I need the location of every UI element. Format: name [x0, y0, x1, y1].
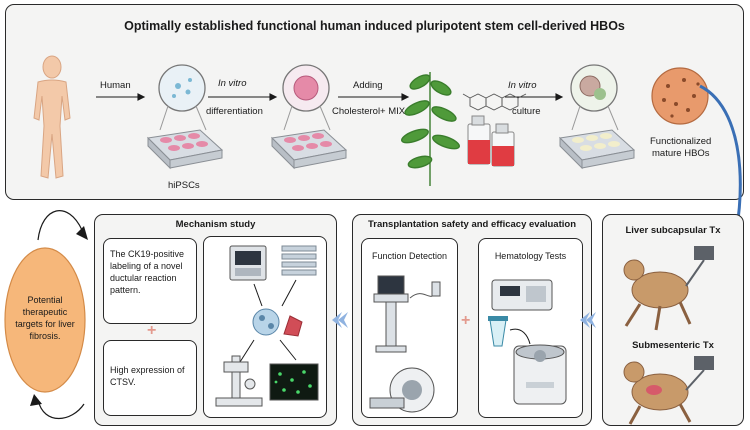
monkey-liver-tx-icon [623, 246, 714, 331]
fluorescence-image-icon [269, 363, 319, 401]
microscope-icon [215, 355, 263, 407]
spectrophotometer-icon [491, 279, 553, 311]
hbo-establishment-panel [5, 4, 744, 200]
therapeutic-targets-text: Potential therapeutic targets for liver … [15, 295, 75, 341]
hipsc-magnifier-icon [158, 64, 207, 131]
slides-icon [281, 245, 317, 276]
step-differentiation-label: differentiation [206, 106, 263, 117]
plus-icon: + [147, 322, 157, 339]
organoid-icon [252, 308, 303, 337]
finding-1-text: The CK19-positive labeling of a novel du… [110, 249, 185, 295]
mechanism-study-title: Mechanism study [175, 219, 256, 230]
chevron-left-icon [332, 312, 348, 328]
monkey-submesenteric-tx-icon [623, 356, 714, 425]
step-adding-label: Adding [353, 80, 383, 91]
sequencer-icon [229, 245, 267, 281]
therapeutic-targets-oval [4, 247, 86, 393]
mature-hbo-icon [651, 67, 709, 125]
ct-scanner-icon [369, 367, 435, 413]
step-culture-label: culture [512, 106, 541, 117]
finding-2-text: High expression of CTSV. [110, 365, 185, 387]
finding-box-2 [103, 340, 197, 416]
organoid-culture-magnifier-icon [570, 64, 619, 131]
submesenteric-label: Submesenteric Tx [632, 340, 714, 351]
functionalized-label: Functionalized [650, 136, 712, 147]
step-invitro-label-2: In vitro [508, 80, 537, 91]
culture-flask-icon [467, 115, 515, 167]
finding-box-1 [103, 238, 197, 324]
hipscs-label: hiPSCs [168, 180, 200, 191]
ultrasound-machine-icon [373, 275, 441, 353]
well-plate-1-icon [146, 129, 224, 170]
hematology-tests-label: Hematology Tests [494, 251, 567, 261]
transplant-evaluation-title: Transplantation safety and efficacy eval… [367, 219, 576, 230]
function-detection-label: Function Detection [371, 251, 448, 261]
centrifuge-icon [513, 344, 567, 405]
herb-plant-icon [401, 72, 460, 186]
chevron-left-icon [580, 312, 596, 328]
step-additive-label: Cholesterol+ MIX [332, 106, 406, 117]
step-invitro-label-1: In vitro [218, 78, 247, 89]
liver-subcapsular-label: Liver subcapsular Tx [625, 225, 721, 236]
well-plate-3-icon [558, 129, 636, 170]
mature-hbos-label: mature HBOs [652, 148, 710, 159]
differentiated-cells-magnifier-icon [282, 64, 331, 131]
step-human-label: Human [100, 80, 131, 91]
molecule-icon [462, 93, 527, 111]
well-plate-2-icon [270, 129, 348, 170]
test-tube-icon [488, 316, 508, 347]
plus-icon: + [461, 312, 471, 329]
panel-title: Optimally established functional human i… [124, 19, 625, 33]
